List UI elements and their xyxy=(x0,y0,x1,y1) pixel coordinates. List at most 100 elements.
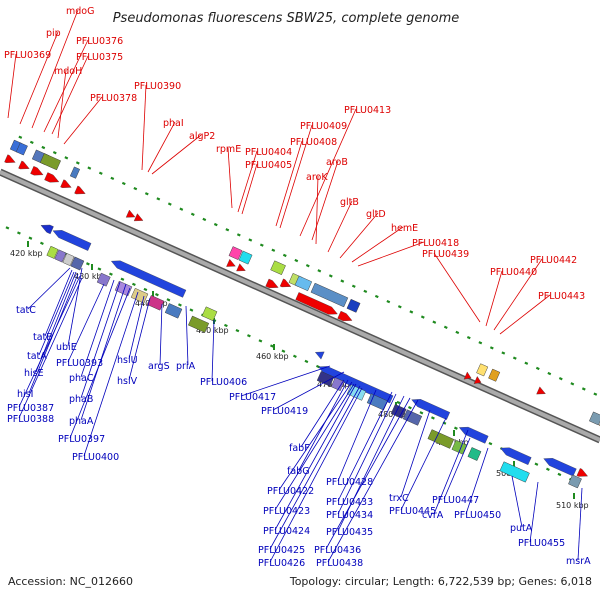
reverse-gene xyxy=(46,245,59,259)
tick-mark xyxy=(156,197,161,201)
forward-gene-label: PFLU0409 xyxy=(300,121,347,132)
reverse-gene-leader xyxy=(27,267,71,310)
tick-mark xyxy=(466,335,471,340)
accession-text: Accession: NC_012660 xyxy=(8,575,133,588)
reverse-gene-label: PFLU0422 xyxy=(267,486,314,497)
reverse-gene-label: PFLU0393 xyxy=(56,358,103,369)
reverse-gene xyxy=(411,399,451,420)
reverse-gene xyxy=(62,253,75,266)
forward-gene-label: algP2 xyxy=(189,131,215,142)
tick-mark xyxy=(557,472,562,477)
label-leaders xyxy=(7,9,583,563)
reverse-gene-label: PFLU0438 xyxy=(316,558,363,569)
forward-gene xyxy=(39,153,61,171)
forward-gene-label: PFLU0440 xyxy=(490,267,537,278)
forward-gene xyxy=(228,246,243,260)
reverse-gene-leader xyxy=(511,475,523,528)
tick-mark xyxy=(581,387,586,391)
reverse-gene xyxy=(54,249,67,263)
reverse-gene-leader xyxy=(337,393,397,515)
reverse-gene xyxy=(315,351,325,360)
tick-mark xyxy=(248,238,253,242)
tick-mark xyxy=(455,330,460,335)
reverse-gene-leader xyxy=(269,387,363,563)
forward-gene-label: pip xyxy=(46,28,61,39)
tick-mark xyxy=(86,262,90,266)
forward-gene-label: aroK xyxy=(306,172,328,183)
reverse-gene-label: PFLU0419 xyxy=(261,406,308,417)
reverse-gene-leader xyxy=(211,319,215,382)
reverse-gene-label: PFLU0435 xyxy=(326,527,373,538)
forward-gene xyxy=(279,278,292,288)
reverse-gene xyxy=(568,474,582,489)
reverse-gene xyxy=(96,272,111,287)
tick-mark xyxy=(328,274,333,278)
tick-mark xyxy=(419,411,424,415)
forward-gene-leader xyxy=(151,134,202,175)
tick-mark xyxy=(478,341,483,345)
backbone-line xyxy=(0,170,600,442)
reverse-gene-label: PFLU0425 xyxy=(258,545,305,556)
reverse-gene-label: trxC xyxy=(389,493,409,504)
reverse-gene-leader xyxy=(240,365,331,397)
reverse-gene xyxy=(500,447,532,465)
reverse-gene-label: hisI xyxy=(17,389,33,400)
tick-mark xyxy=(570,382,575,386)
tick-mark xyxy=(29,140,34,145)
forward-gene xyxy=(18,160,30,170)
forward-gene-label: mdoH xyxy=(54,66,82,77)
reverse-gene-leader xyxy=(83,291,139,457)
tick-mark xyxy=(213,222,218,227)
forward-gene-label: rpmE xyxy=(216,144,241,155)
forward-gene-leader xyxy=(141,84,147,171)
forward-gene-label: PFLU0404 xyxy=(245,147,292,158)
kbp-label: 510 kbp xyxy=(556,501,589,510)
reverse-gene-label: PFLU0447 xyxy=(432,495,479,506)
tick-mark xyxy=(271,248,276,252)
forward-gene-leader xyxy=(327,200,353,253)
forward-gene-label: PFLU0439 xyxy=(422,249,469,260)
forward-gene-label: PFLU0375 xyxy=(76,52,123,63)
reverse-gene xyxy=(188,315,210,333)
reverse-gene-leader xyxy=(80,281,121,399)
forward-gene-label: hemE xyxy=(391,223,418,234)
forward-gene-leader xyxy=(227,147,233,209)
reverse-gene-label: msrA xyxy=(566,556,591,567)
forward-gene xyxy=(74,185,86,195)
forward-gene-label: PFLU0376 xyxy=(76,36,123,47)
reverse-gene-leader xyxy=(159,303,163,366)
reverse-gene xyxy=(576,468,588,477)
forward-gene xyxy=(15,142,28,156)
tick-mark xyxy=(17,231,21,235)
forward-gene-leader xyxy=(279,124,313,229)
forward-gene-leader xyxy=(7,53,17,119)
tick-mark xyxy=(512,356,517,360)
reverse-gene-label: PFLU0400 xyxy=(72,452,119,463)
tick-mark xyxy=(179,207,184,211)
forward-gene-label: PFLU0378 xyxy=(90,93,137,104)
reverse-gene-leader xyxy=(38,271,75,356)
reverse-gene-leader xyxy=(278,381,353,491)
forward-gene xyxy=(60,179,72,188)
forward-gene-leader xyxy=(299,108,357,237)
reverse-gene-label: PFLU0434 xyxy=(326,510,373,521)
kbp-label: 430 kbp xyxy=(74,272,107,281)
forward-gene-leader xyxy=(433,252,481,323)
tick-mark xyxy=(443,325,448,329)
forward-gene-leader xyxy=(315,175,319,245)
reverse-gene-leader xyxy=(577,487,583,561)
tick-mark xyxy=(351,284,356,288)
reverse-gene-label: PFLU0426 xyxy=(258,558,305,569)
tick-mark xyxy=(432,320,437,324)
tick-mark xyxy=(386,299,391,304)
forward-gene-label: aroB xyxy=(326,157,348,168)
tick-mark xyxy=(558,377,563,381)
tick-mark xyxy=(235,328,240,333)
reverse-gene-leader xyxy=(325,397,411,550)
reverse-gene-leader xyxy=(80,283,127,421)
reverse-gene-label: PFLU0406 xyxy=(200,377,247,388)
reverse-gene-leader xyxy=(128,295,145,360)
tick-mark xyxy=(374,294,379,299)
reverse-gene xyxy=(40,224,54,235)
